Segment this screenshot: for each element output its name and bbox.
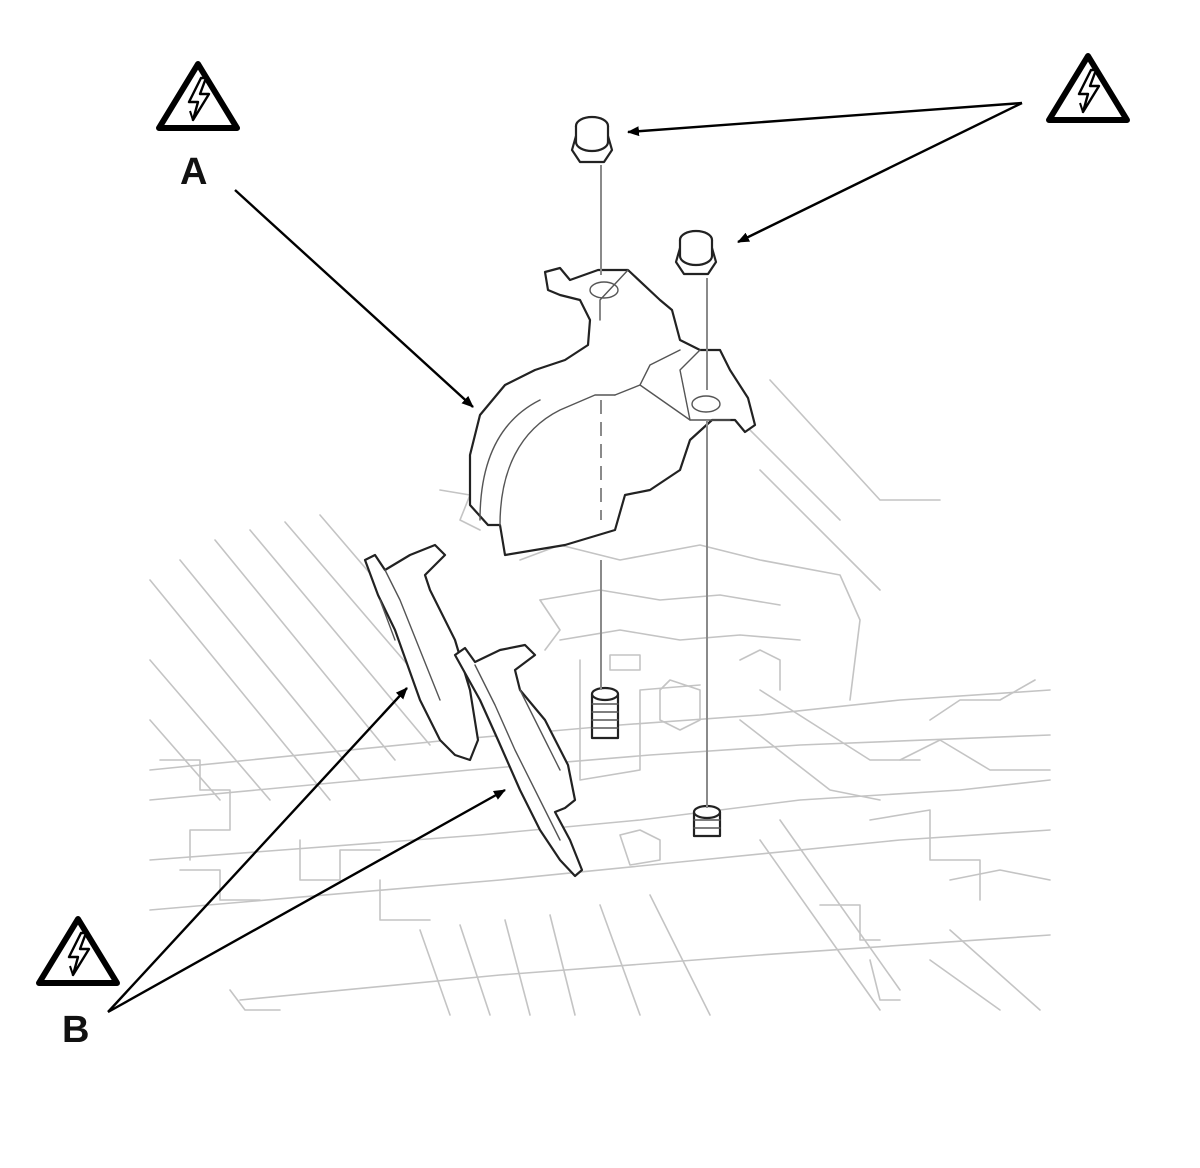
- flange-nut-lower: [674, 229, 718, 276]
- bracket-b-right: [453, 643, 584, 878]
- leader-lines: [107, 101, 1023, 1014]
- high-voltage-warning-icon: [1049, 56, 1127, 120]
- high-voltage-warning-icon: [39, 919, 117, 983]
- flange-nut-upper: [570, 115, 614, 164]
- callout-label-b: B: [62, 1009, 89, 1051]
- stud-bolt-right: [692, 804, 722, 838]
- background-structure: [149, 379, 1051, 1016]
- high-voltage-warning-icon: [159, 64, 237, 128]
- bracket-a: [468, 266, 757, 557]
- callout-label-a: A: [180, 151, 207, 193]
- stud-bolt-left: [590, 686, 620, 740]
- assembly-guide-lines: [600, 165, 708, 808]
